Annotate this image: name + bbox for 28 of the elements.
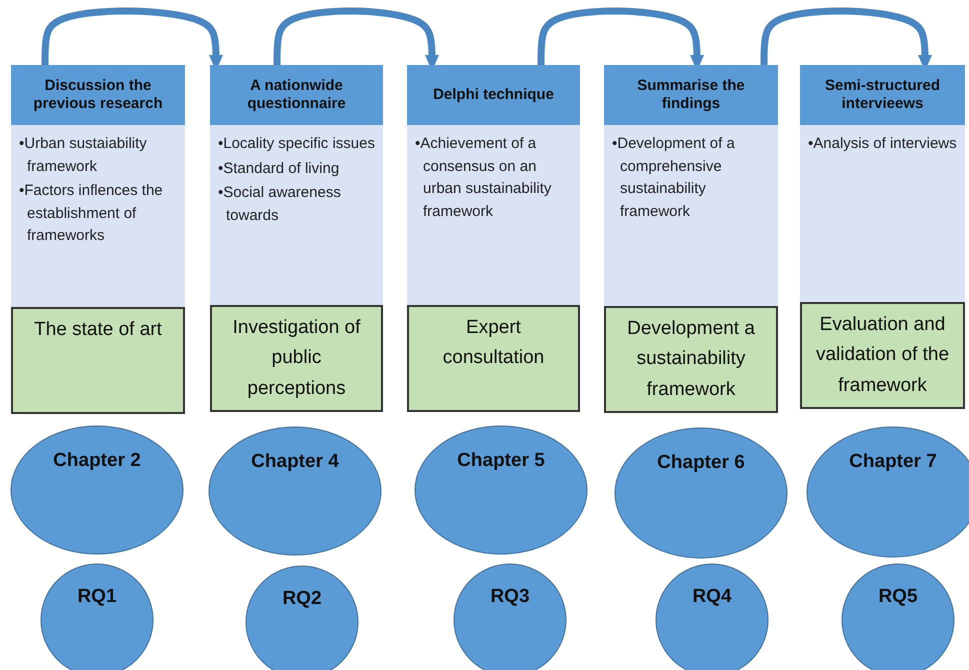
- bullet-item: •Standard of living: [218, 158, 340, 178]
- node-label: Chapter 2: [53, 449, 141, 473]
- bullet-item: •Locality specific issues: [218, 134, 375, 154]
- column-heading: A nationwide questionnaire: [210, 65, 383, 125]
- node-label: RQ3: [490, 585, 530, 609]
- bullet-item: •Development of a comprehensive sustainability framework: [612, 134, 736, 222]
- stage-box: Investigation of public perceptions: [210, 305, 383, 412]
- column-heading: Semi-structured intervieews: [800, 65, 965, 125]
- bullet-item: •Achievement of a consensus on an urban sustainability framework: [415, 134, 552, 222]
- stage-box: The state of art: [11, 307, 185, 414]
- bullet-item: •Social awareness towards: [218, 183, 342, 226]
- bullet-item: •Analysis of interviews: [808, 134, 957, 154]
- stage-box: Evaluation and validation of the framework: [800, 302, 965, 409]
- node-label: RQ5: [878, 585, 918, 609]
- column-heading: Summarise the findings: [604, 65, 778, 125]
- stage-box: Development a sustainability framework: [604, 306, 778, 413]
- node-label: Chapter 7: [849, 450, 937, 474]
- node-label: RQ4: [692, 585, 732, 609]
- node-label: Chapter 6: [657, 451, 745, 475]
- node-label: RQ2: [282, 587, 322, 611]
- column-heading: Discussion the previous research: [11, 65, 185, 125]
- node-label: RQ1: [77, 585, 117, 609]
- bullet-item: •Factors inflences the establishment of frameworks: [19, 181, 164, 246]
- node-label: Chapter 5: [457, 449, 545, 473]
- bullet-item: •Urban sustaiability framework: [19, 134, 148, 176]
- column-heading: Delphi technique: [407, 65, 580, 125]
- stage-box: Expert consultation: [407, 305, 580, 412]
- node-label: Chapter 4: [251, 450, 339, 474]
